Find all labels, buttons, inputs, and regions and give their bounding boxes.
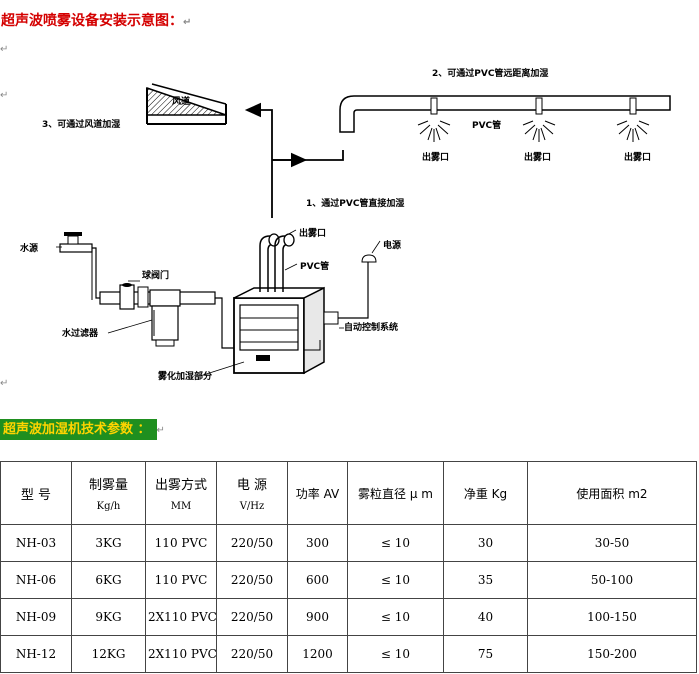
cell: ≤ 10	[347, 635, 444, 673]
cell: 1200	[287, 635, 348, 673]
cell: 220/50	[216, 524, 288, 562]
label-atomizer: 雾化加湿部分	[158, 372, 213, 382]
cell: ≤ 10	[347, 561, 444, 599]
cell: 6KG	[71, 561, 146, 599]
header-particle: 雾粒直径 μ m	[347, 461, 444, 525]
header-model: 型 号	[0, 461, 72, 525]
table-row: NH-09 9KG 2X110 PVC 220/50 900 ≤ 10 40 1…	[0, 598, 697, 636]
cell: 150-200	[527, 635, 697, 673]
cell: 220/50	[216, 635, 288, 673]
cell: 2X110 PVC	[145, 635, 217, 673]
label-pvc-far: 2、可通过PVC管远距离加湿	[432, 69, 549, 79]
paragraph-mark: ↵	[183, 17, 192, 28]
cell: 2X110 PVC	[145, 598, 217, 636]
long-pvc-pipe	[339, 95, 671, 133]
filter-assembly	[99, 283, 216, 347]
cell: 9KG	[71, 598, 146, 636]
cell: 30	[443, 524, 528, 562]
header-area: 使用面积 m2	[527, 461, 697, 525]
table-row: NH-03 3KG 110 PVC 220/50 300 ≤ 10 30 30-…	[0, 524, 697, 562]
label-duct-method: 3、可通过风道加湿	[42, 120, 121, 130]
label-ball-valve: 球阀门	[142, 271, 170, 281]
pointer-lines	[56, 229, 381, 377]
label-pvc-pipe-top: PVC管	[472, 121, 502, 131]
label-water-source: 水源	[20, 244, 39, 254]
installation-diagram	[56, 83, 671, 377]
cell: 110 PVC	[145, 524, 217, 562]
power-cable	[323, 254, 377, 325]
page-title: 超声波喷雾设备安装示意图：↵	[1, 10, 191, 30]
paragraph-mark: ↵	[156, 425, 165, 436]
specs-title: 超声波加湿机技术参数 ：	[0, 419, 157, 440]
label-duct: 风道	[172, 97, 191, 107]
label-outlet-2: 出雾口	[524, 153, 552, 163]
label-pvc-pipe: PVC管	[300, 262, 330, 272]
specs-heading: 超声波加湿机技术参数 ：↵	[0, 418, 165, 440]
label-power: 电源	[383, 241, 402, 251]
label-auto-control: 自动控制系统	[344, 323, 399, 333]
cell: 35	[443, 561, 528, 599]
humidifier-machine	[233, 233, 325, 375]
label-direct: 1、通过PVC管直接加湿	[306, 199, 405, 209]
cell: ≤ 10	[347, 598, 444, 636]
header-weight: 净重 Kg	[443, 461, 528, 525]
cell: 900	[287, 598, 348, 636]
table-row: NH-06 6KG 110 PVC 220/50 600 ≤ 10 35 50-…	[0, 561, 697, 599]
cell: 100-150	[527, 598, 697, 636]
paragraph-mark: ↵	[0, 378, 9, 389]
cell: NH-09	[0, 598, 72, 636]
cell: 50-100	[527, 561, 697, 599]
paragraph-mark: ↵	[0, 44, 9, 55]
cell: 40	[443, 598, 528, 636]
cell: 30-50	[527, 524, 697, 562]
cell: NH-06	[0, 561, 72, 599]
paragraph-mark: ↵	[0, 90, 9, 101]
cell: 300	[287, 524, 348, 562]
cell: 110 PVC	[145, 561, 217, 599]
cell: 600	[287, 561, 348, 599]
flow-arrows	[244, 102, 344, 218]
label-outlet-3: 出雾口	[624, 153, 652, 163]
cell: 75	[443, 635, 528, 673]
cell: 220/50	[216, 598, 288, 636]
air-duct	[146, 83, 227, 125]
label-outlet-machine: 出雾口	[299, 229, 327, 239]
title-text: 超声波喷雾设备安装示意图：	[1, 13, 183, 29]
cell: 12KG	[71, 635, 146, 673]
table-row: NH-12 12KG 2X110 PVC 220/50 1200 ≤ 10 75…	[0, 635, 697, 673]
header-power: 功率 AV	[287, 461, 348, 525]
spray-fans	[417, 120, 650, 142]
cell: NH-03	[0, 524, 72, 562]
cell: 3KG	[71, 524, 146, 562]
cell: 220/50	[216, 561, 288, 599]
cell: ≤ 10	[347, 524, 444, 562]
label-outlet-1: 出雾口	[422, 153, 450, 163]
cell: NH-12	[0, 635, 72, 673]
label-water-filter: 水过滤器	[62, 329, 99, 339]
